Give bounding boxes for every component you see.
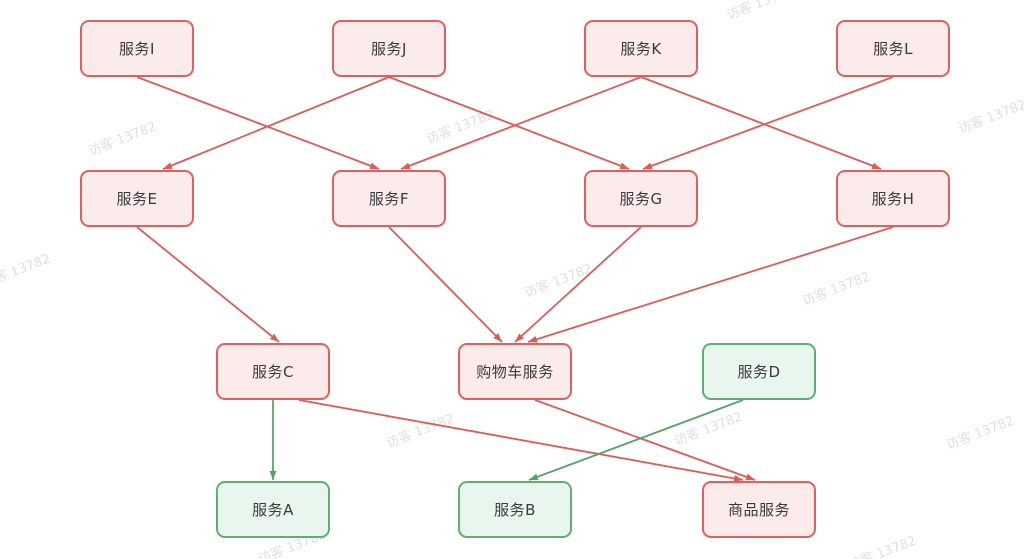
node-A: 服务A (216, 481, 330, 538)
edge-E-C (136, 226, 280, 343)
edge-C-GOODS (298, 399, 744, 482)
node-label: 服务K (620, 40, 662, 58)
node-label: 服务H (871, 190, 915, 208)
node-K: 服务K (584, 20, 698, 77)
node-label: 服务A (252, 501, 294, 519)
node-label: 服务B (494, 501, 536, 519)
node-label: 服务C (252, 363, 294, 381)
edge-I-F (136, 76, 380, 170)
edge-lines (136, 76, 894, 482)
edge-J-E (162, 76, 390, 170)
edge-K-F (400, 76, 642, 170)
edge-F-CART (388, 226, 503, 343)
edge-K-H (640, 76, 882, 170)
node-label: 服务L (873, 40, 913, 58)
edge-J-G (388, 76, 630, 170)
node-F: 服务F (332, 170, 446, 227)
edge-CART-GOODS (534, 399, 756, 481)
node-I: 服务I (80, 20, 194, 77)
node-B: 服务B (458, 481, 572, 538)
edge-D-B (528, 399, 744, 481)
edge-H-CART (527, 226, 894, 343)
node-CART: 购物车服务 (458, 343, 572, 400)
node-label: 购物车服务 (476, 363, 554, 381)
node-H: 服务H (836, 170, 950, 227)
node-label: 服务J (371, 40, 407, 58)
edge-G-CART (514, 226, 642, 343)
node-label: 服务D (737, 363, 781, 381)
node-label: 服务E (116, 190, 158, 208)
node-label: 服务I (119, 40, 155, 58)
node-C: 服务C (216, 343, 330, 400)
node-GOODS: 商品服务 (702, 481, 816, 538)
node-L: 服务L (836, 20, 950, 77)
node-J: 服务J (332, 20, 446, 77)
node-label: 服务G (619, 190, 663, 208)
node-label: 服务F (368, 190, 410, 208)
node-D: 服务D (702, 343, 816, 400)
node-label: 商品服务 (727, 501, 790, 519)
node-G: 服务G (584, 170, 698, 227)
node-E: 服务E (80, 170, 194, 227)
edge-L-G (642, 76, 894, 170)
